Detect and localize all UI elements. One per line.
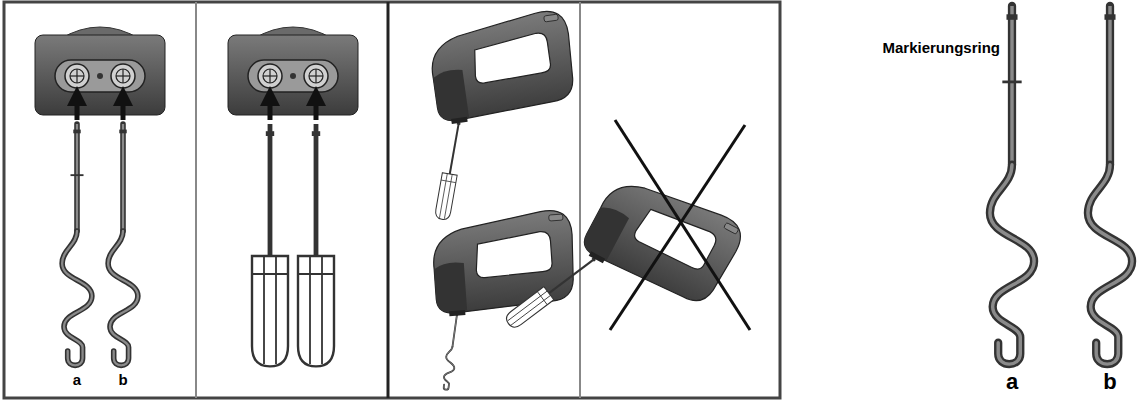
- panel-frame: [4, 2, 780, 398]
- part-name: Markierungsring: [882, 40, 1000, 57]
- part-letter: a: [1006, 370, 1018, 394]
- beater: [252, 124, 288, 366]
- dough-hook: [108, 124, 138, 365]
- part-letter: b: [118, 372, 127, 389]
- part-letter: a: [73, 372, 81, 389]
- dough-hook: [62, 124, 92, 365]
- beater: [298, 124, 334, 366]
- mixer-housing: [228, 27, 358, 115]
- cross-mark: [615, 120, 750, 330]
- insert-arrow: [121, 96, 126, 120]
- panel-divider: [579, 2, 581, 398]
- hand-mixer: [408, 9, 592, 223]
- dough-hook: [1088, 6, 1132, 364]
- insert-arrow: [268, 96, 273, 120]
- insert-arrow: [314, 96, 319, 120]
- part-letter: b: [1103, 370, 1116, 394]
- panel-divider: [195, 2, 197, 398]
- hand-mixer: [430, 209, 583, 391]
- hand-mixer-wrong: [500, 147, 748, 401]
- mixer-housing: [35, 27, 165, 115]
- insert-arrow: [75, 96, 80, 120]
- dough-hook: [990, 6, 1034, 364]
- cross-mark: [610, 125, 745, 330]
- panel-divider: [387, 2, 390, 398]
